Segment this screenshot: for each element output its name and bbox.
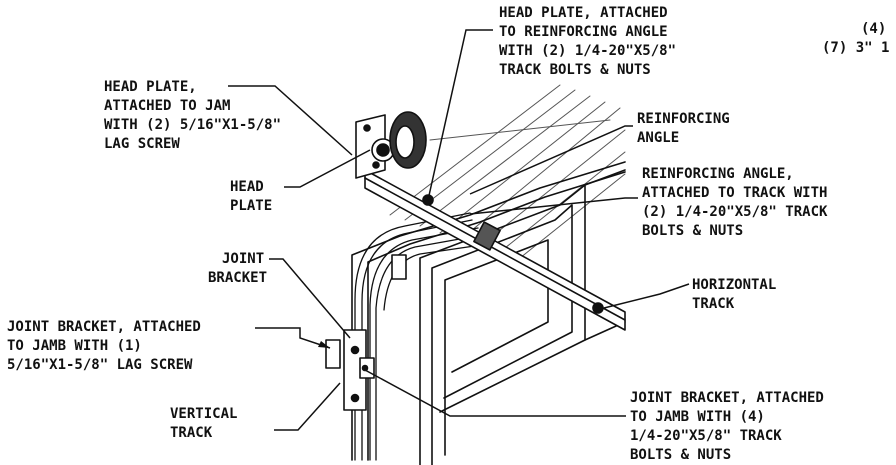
svg-text:BRACKET: BRACKET <box>208 270 267 286</box>
svg-text:(7) 3" 1: (7) 3" 1 <box>822 40 889 56</box>
door-panel <box>351 161 626 465</box>
svg-text:JOINT BRACKET, ATTACHED: JOINT BRACKET, ATTACHED <box>630 390 824 406</box>
svg-text:ATTACHED TO JAM: ATTACHED TO JAM <box>104 98 230 114</box>
svg-text:WITH (2) 1/4-20"X5/8": WITH (2) 1/4-20"X5/8" <box>499 43 676 59</box>
ceiling-hatch <box>389 84 626 259</box>
leader-arrowheads <box>318 341 330 348</box>
label-head-plate-jam: HEAD PLATE, ATTACHED TO JAM WITH (2) 5/1… <box>104 79 281 152</box>
label-joint-bracket-lag: JOINT BRACKET, ATTACHED TO JAMB WITH (1)… <box>7 319 201 373</box>
label-corner-partial: (4) (7) 3" 1 <box>822 21 889 56</box>
svg-text:LAG SCREW: LAG SCREW <box>104 136 180 152</box>
svg-text:1/4-20"X5/8" TRACK: 1/4-20"X5/8" TRACK <box>630 428 782 444</box>
svg-text:HEAD: HEAD <box>230 179 264 195</box>
leader-lines <box>228 29 690 431</box>
svg-text:(4): (4) <box>861 21 886 37</box>
label-head-plate-reinforcing: HEAD PLATE, ATTACHED TO REINFORCING ANGL… <box>499 5 676 78</box>
svg-text:PLATE: PLATE <box>230 198 272 214</box>
label-head-plate: HEAD PLATE <box>230 179 272 214</box>
svg-text:HEAD PLATE,: HEAD PLATE, <box>104 79 197 95</box>
svg-text:HEAD PLATE, ATTACHED: HEAD PLATE, ATTACHED <box>499 5 668 21</box>
horizontal-track-shape <box>364 169 626 331</box>
svg-text:JOINT BRACKET, ATTACHED: JOINT BRACKET, ATTACHED <box>7 319 201 335</box>
svg-text:(2) 1/4-20"X5/8" TRACK: (2) 1/4-20"X5/8" TRACK <box>642 204 828 220</box>
head-plate-shape <box>355 111 427 280</box>
svg-text:TO JAMB WITH (4): TO JAMB WITH (4) <box>630 409 765 425</box>
svg-text:TO REINFORCING ANGLE: TO REINFORCING ANGLE <box>499 24 668 40</box>
svg-text:BOLTS & NUTS: BOLTS & NUTS <box>642 223 743 239</box>
svg-text:REINFORCING ANGLE,: REINFORCING ANGLE, <box>642 166 794 182</box>
svg-text:REINFORCING: REINFORCING <box>637 111 730 127</box>
svg-text:TO JAMB WITH (1): TO JAMB WITH (1) <box>7 338 142 354</box>
svg-text:VERTICAL: VERTICAL <box>170 406 237 422</box>
svg-text:JOINT: JOINT <box>222 251 264 267</box>
label-joint-bracket: JOINT BRACKET <box>208 251 267 286</box>
svg-text:TRACK BOLTS & NUTS: TRACK BOLTS & NUTS <box>499 62 651 78</box>
label-vertical-track: VERTICAL TRACK <box>170 406 237 441</box>
vertical-track-shape <box>325 329 375 411</box>
svg-text:HORIZONTAL: HORIZONTAL <box>692 277 776 293</box>
svg-text:BOLTS & NUTS: BOLTS & NUTS <box>630 447 731 463</box>
svg-text:TRACK: TRACK <box>692 296 735 312</box>
label-reinforcing-angle-attached: REINFORCING ANGLE, ATTACHED TO TRACK WIT… <box>642 166 828 239</box>
label-reinforcing-angle: REINFORCING ANGLE <box>637 111 730 146</box>
svg-text:ANGLE: ANGLE <box>637 130 679 146</box>
svg-text:TRACK: TRACK <box>170 425 213 441</box>
label-joint-bracket-bolts: JOINT BRACKET, ATTACHED TO JAMB WITH (4)… <box>630 390 824 463</box>
track-radius <box>354 212 489 461</box>
svg-text:5/16"X1-5/8" LAG SCREW: 5/16"X1-5/8" LAG SCREW <box>7 357 193 373</box>
svg-text:ATTACHED TO TRACK WITH: ATTACHED TO TRACK WITH <box>642 185 827 201</box>
label-horizontal-track: HORIZONTAL TRACK <box>692 277 776 312</box>
svg-text:WITH (2) 5/16"X1-5/8": WITH (2) 5/16"X1-5/8" <box>104 117 281 133</box>
